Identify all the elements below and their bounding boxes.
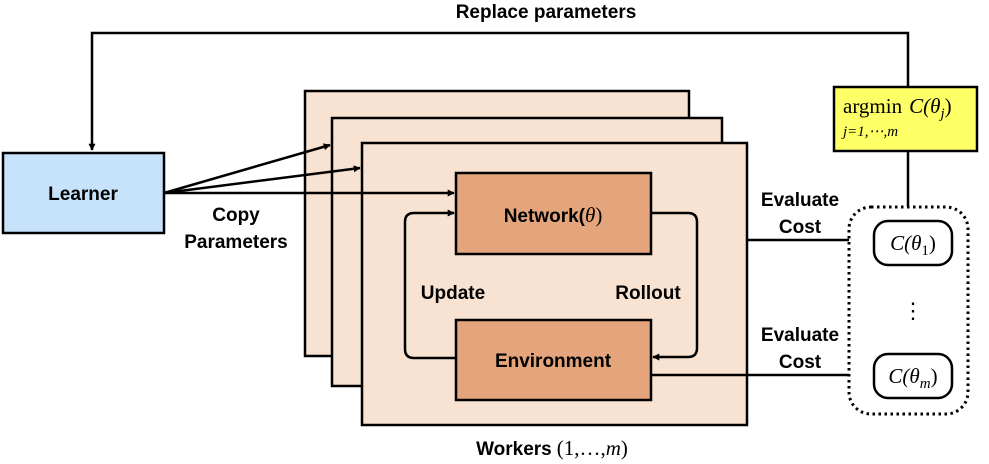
vdots: ⋮ (902, 298, 924, 323)
learner-label: Learner (48, 184, 118, 205)
evaluate-label-1-line2: Cost (779, 217, 822, 238)
copy-arrow-back (163, 143, 331, 195)
cost-m-box (872, 352, 954, 400)
copy-arrow-middle (163, 165, 361, 195)
evaluate-label-1-line1: Evaluate (761, 190, 839, 211)
update-arrow (403, 209, 456, 360)
evaluate-label-2-line2: Cost (779, 352, 822, 373)
replace-parameters-arrow (88, 31, 910, 151)
cost-1-label: C(θ1) (890, 231, 936, 259)
argmin-box (832, 85, 979, 153)
rollout-arrow (651, 211, 699, 361)
argmin-range: j=1,⋯,m (841, 124, 898, 140)
update-label: Update (421, 283, 485, 304)
cost-1-box (872, 219, 954, 267)
workers-caption: Workers(1,…,m) (476, 436, 628, 460)
copy-label-line1: Copy (212, 205, 260, 226)
replace-parameters-label: Replace parameters (456, 2, 637, 23)
copy-label-line2: Parameters (184, 232, 288, 253)
environment-label: Environment (495, 351, 612, 372)
environment-box (454, 318, 653, 402)
rollout-label: Rollout (615, 283, 681, 304)
network-label: Network(θ) (504, 203, 603, 227)
cost-m-label: C(θm) (888, 364, 937, 392)
evaluate-label-2-line1: Evaluate (761, 325, 839, 346)
